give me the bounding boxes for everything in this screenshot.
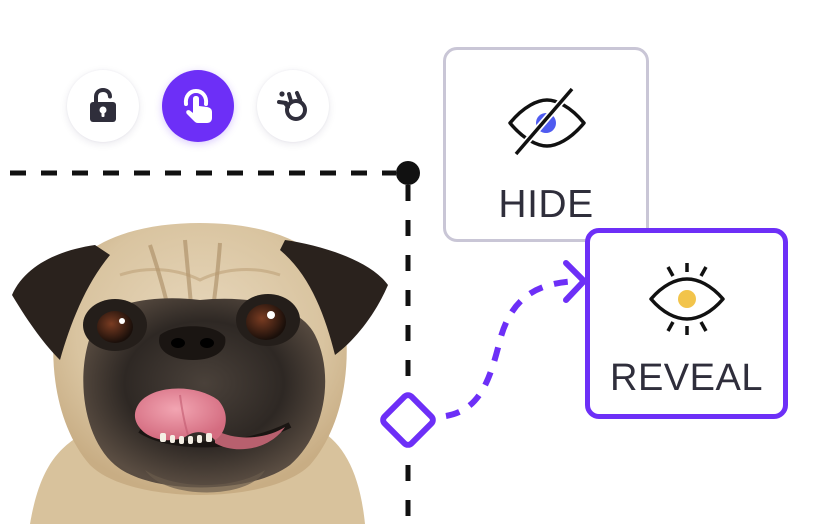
pug-photo xyxy=(12,223,388,524)
eye-slash-icon xyxy=(508,86,586,156)
tap-button[interactable] xyxy=(162,70,234,142)
unlock-button[interactable] xyxy=(67,70,139,142)
reveal-card-label: REVEAL xyxy=(610,357,763,399)
trigger-diamond-node[interactable] xyxy=(380,392,436,448)
tap-hand-icon xyxy=(183,88,212,123)
eye-open-icon xyxy=(649,263,725,335)
unlock-icon xyxy=(90,88,116,122)
connector-path xyxy=(445,278,581,419)
hide-card-label: HIDE xyxy=(498,183,594,226)
hand-grab-icon xyxy=(277,91,307,121)
reveal-action-card[interactable]: REVEAL xyxy=(585,228,788,419)
corner-handle[interactable] xyxy=(396,161,420,185)
connector-arrowhead xyxy=(563,260,587,303)
hide-action-card[interactable]: HIDE xyxy=(443,47,649,242)
drag-object-button[interactable] xyxy=(257,70,329,142)
